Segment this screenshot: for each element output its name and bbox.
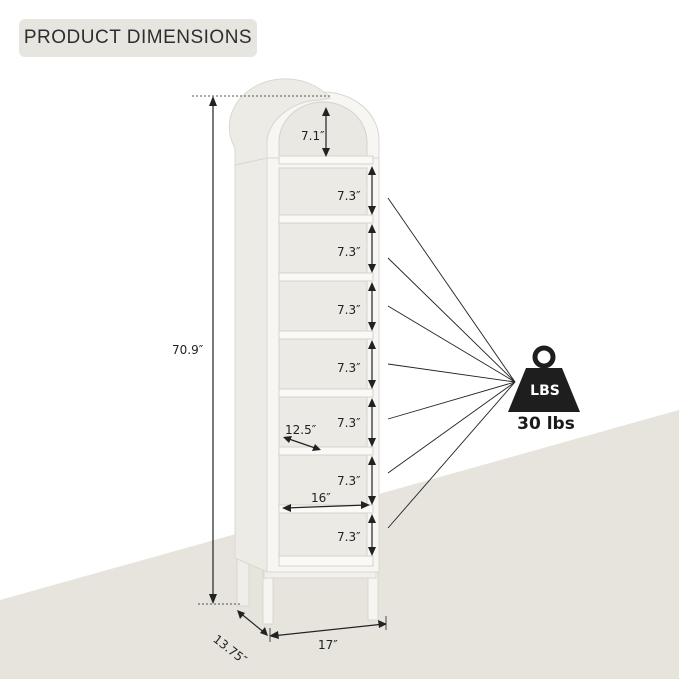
arrowhead	[368, 496, 376, 505]
outer-width-label: 17″	[318, 638, 338, 652]
load-line	[387, 381, 516, 420]
weight-icon	[508, 345, 580, 412]
arch-clearance-dimension	[322, 107, 330, 157]
total-height-label: 70.9″	[172, 343, 204, 357]
load-line	[387, 257, 516, 383]
arrowhead	[368, 282, 376, 291]
outer-depth-dimension	[237, 610, 268, 636]
page-title: PRODUCT DIMENSIONS	[19, 19, 257, 57]
shelf-spacing-label: 7.3″	[337, 530, 361, 544]
load-lines	[387, 197, 516, 529]
shelf-spacing-label: 7.3″	[337, 474, 361, 488]
load-line	[387, 305, 516, 383]
shelf-spacing-label: 7.3″	[337, 416, 361, 430]
arrowhead	[368, 264, 376, 273]
shelf-depth-dimension	[283, 436, 321, 451]
arrowhead	[368, 514, 376, 523]
shelf-spacing-label: 7.3″	[337, 361, 361, 375]
shelf-depth-label: 12.5″	[285, 423, 317, 437]
shelf-spacing-label: 7.3″	[337, 303, 361, 317]
arrowhead	[368, 380, 376, 389]
shelf-spacing-arrows	[368, 166, 376, 556]
outer-width-dimension	[269, 616, 387, 642]
load-line	[387, 381, 516, 529]
arrowhead	[368, 206, 376, 215]
load-line	[387, 363, 516, 383]
arrowhead	[368, 224, 376, 233]
arrowhead	[368, 547, 376, 556]
arrowhead	[368, 398, 376, 407]
arrowhead	[368, 456, 376, 465]
shelf-width-label: 16″	[311, 491, 331, 505]
arrowhead	[368, 438, 376, 447]
arrowhead	[368, 322, 376, 331]
bookcase	[228, 78, 380, 625]
arch-clearance-label: 7.1″	[301, 129, 325, 143]
shelf-spacing-label: 7.3″	[337, 245, 361, 259]
arrowhead	[368, 340, 376, 349]
weight-icon-label: LBS	[530, 383, 560, 399]
shelf-spacing-label: 7.3″	[337, 189, 361, 203]
shelf-width-dimension	[282, 501, 370, 512]
total-height-dimension	[192, 95, 330, 605]
load-line	[387, 381, 516, 474]
arrowhead	[368, 166, 376, 175]
load-line	[387, 197, 516, 383]
load-capacity: 30 lbs	[517, 414, 575, 434]
